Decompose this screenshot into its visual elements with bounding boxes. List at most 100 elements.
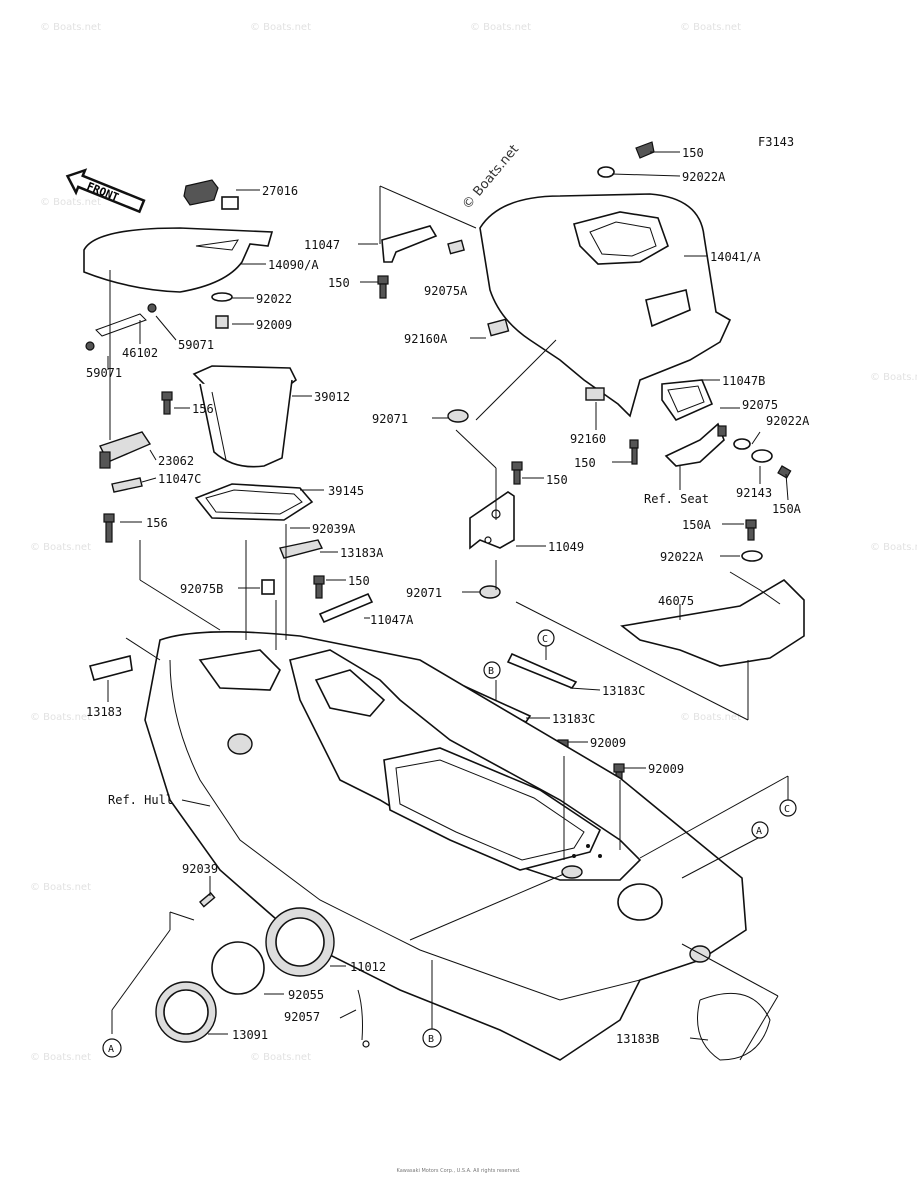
part-label: 11049: [548, 540, 584, 554]
part-label: 92057: [284, 1010, 320, 1024]
part-label: 13183C: [602, 684, 645, 698]
front-arrow-icon: FRONT: [65, 168, 146, 214]
ref-seat-label: Ref. Seat: [644, 492, 709, 506]
watermark: © Boats.net: [870, 542, 917, 553]
part-label: 11047A: [370, 613, 414, 627]
part-label: 150: [546, 473, 568, 487]
part-label: 13183C: [552, 712, 595, 726]
part-label: 39012: [314, 390, 350, 404]
callout-a-circle: [751, 821, 769, 839]
watermark: © Boats.net: [30, 882, 91, 893]
watermark: © Boats.net: [40, 197, 101, 208]
part-label: 150A: [772, 502, 802, 516]
watermark: © Boats.net: [30, 542, 91, 553]
callout-a-label: A: [756, 826, 762, 837]
part-label: 92160: [570, 432, 606, 446]
part-label: 13183B: [616, 1032, 659, 1046]
part-label: 92143: [736, 486, 772, 500]
part-label: 150A: [682, 518, 712, 532]
part-label: 23062: [158, 454, 194, 468]
part-label: 39145: [328, 484, 364, 498]
watermark: © Boats.net: [680, 22, 741, 33]
callout-markers: C B C A A B: [102, 629, 797, 1058]
watermark: © Boats.net: [250, 22, 311, 33]
watermark: © Boats.net: [30, 712, 91, 723]
part-label: 14041/A: [710, 250, 761, 264]
part-label: 92009: [256, 318, 292, 332]
watermark: © Boats.net: [40, 22, 101, 33]
part-label: 150: [682, 146, 704, 160]
part-label: 11012: [350, 960, 386, 974]
part-label: 92055: [288, 988, 324, 1002]
part-label: 92075B: [180, 582, 223, 596]
part-label: 59071: [86, 366, 122, 380]
callout-c-label: C: [784, 804, 790, 815]
part-label: 156: [192, 402, 214, 416]
part-labels: 150 92022A 27016 11047 14090/A 14041/A 1…: [86, 146, 810, 1046]
part-label: 92022: [256, 292, 292, 306]
part-label: 92071: [372, 412, 408, 426]
watermark: © Boats.net: [250, 1052, 311, 1063]
bolt-156-part: [103, 391, 173, 543]
callout-c-label: C: [542, 634, 548, 645]
part-label: 150: [328, 276, 350, 290]
part-label: 11047: [304, 238, 340, 252]
hull-part: [144, 631, 747, 1061]
rear-cover-part: [479, 141, 732, 418]
callout-b-label: B: [428, 1034, 434, 1045]
part-label: 92039A: [312, 522, 356, 536]
callout-b-circle: [483, 661, 501, 679]
part-label: 92075A: [424, 284, 468, 298]
pad-92160-part: [585, 387, 605, 401]
part-label: 150: [348, 574, 370, 588]
storage-bucket-part: [192, 365, 298, 468]
rear-grab-46075-part: [620, 519, 805, 667]
part-label: 46102: [122, 346, 158, 360]
part-label: 46075: [658, 594, 694, 608]
ref-hull-label: Ref. Hull: [108, 793, 173, 807]
callout-a-circle: [102, 1038, 122, 1058]
callout-b-circle: [422, 1028, 442, 1048]
part-label: 59071: [178, 338, 214, 352]
inspection-parts: [155, 892, 771, 1061]
callout-c-circle: [537, 629, 555, 647]
part-label: 92022A: [682, 170, 726, 184]
part-label: 13091: [232, 1028, 268, 1042]
part-label: 92039: [182, 862, 218, 876]
watermark: © Boats.net: [680, 712, 741, 723]
part-label: 92009: [648, 762, 684, 776]
part-label: 13183: [86, 705, 122, 719]
hinge-part: [99, 431, 152, 493]
figure-code: F3143: [758, 135, 794, 149]
main-watermark: © Boats.net: [460, 142, 522, 212]
copyright-footer: Kawasaki Motors Corp., U.S.A. All rights…: [396, 1168, 521, 1174]
part-label: 27016: [262, 184, 298, 198]
part-label: 92071: [406, 586, 442, 600]
leader-lines: [107, 151, 789, 1061]
grommet-92071-bottom-part: [479, 585, 501, 599]
part-label: 11047B: [722, 374, 765, 388]
part-label: 150: [574, 456, 596, 470]
grommet-92071-top-part: [447, 409, 469, 423]
callout-b-label: B: [488, 666, 494, 677]
part-label: 92009: [590, 736, 626, 750]
callout-c-circle: [779, 799, 797, 817]
part-label: 13183A: [340, 546, 384, 560]
watermark: © Boats.net: [470, 22, 531, 33]
part-label: 92022A: [766, 414, 810, 428]
callout-a-label: A: [108, 1044, 114, 1055]
hatch-lid-part: [83, 179, 274, 351]
part-label: 156: [146, 516, 168, 530]
part-label: 11047C: [158, 472, 201, 486]
bracket-11047-part: [377, 225, 510, 337]
watermark: © Boats.net: [870, 372, 917, 383]
watermarks: © Boats.net © Boats.net © Boats.net © Bo…: [30, 22, 917, 1063]
part-label: 92075: [742, 398, 778, 412]
watermark: © Boats.net: [30, 1052, 91, 1063]
part-label: 92160A: [404, 332, 448, 346]
bracket-11047b-part: [629, 379, 792, 479]
gasket-part: [194, 483, 314, 521]
part-label: 92022A: [660, 550, 704, 564]
part-label: 14090/A: [268, 258, 319, 272]
